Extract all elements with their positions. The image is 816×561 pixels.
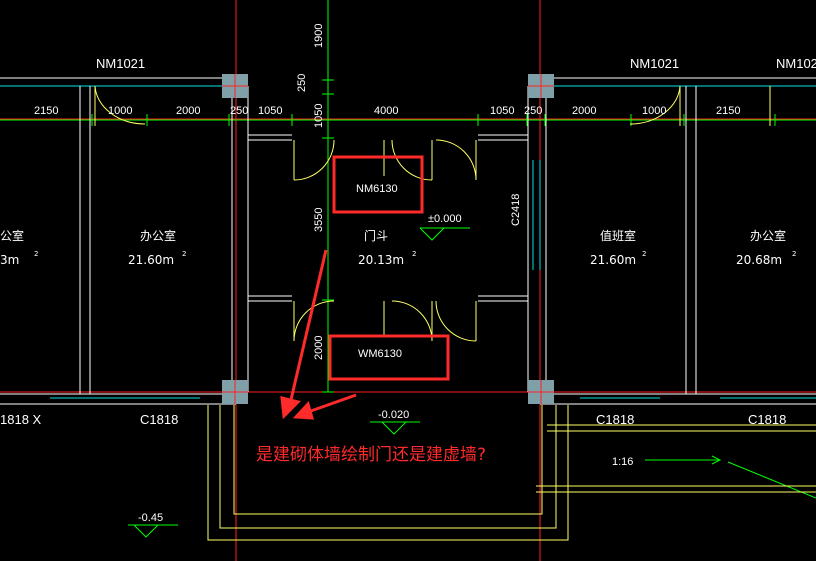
room-office-edge-sup: 2 — [34, 250, 38, 258]
dim-250-a: 250 — [230, 105, 248, 117]
highlight-box-nm6130 — [332, 155, 424, 214]
dimension-lines — [0, 0, 816, 499]
room-duty: 值班室 — [600, 228, 636, 243]
room-office-left-sup: 2 — [182, 250, 186, 258]
room-vestibule: 门斗 — [364, 228, 388, 243]
elevation-markers — [128, 227, 470, 538]
structural-columns — [222, 74, 554, 404]
door-label-nm1021-left: NM1021 — [96, 56, 145, 71]
elevation-020: -0.020 — [378, 409, 409, 421]
door-label-nm6130: NM6130 — [356, 183, 398, 195]
dim-1000-right: 1000 — [642, 105, 666, 117]
room-office-edge: 公室 — [0, 228, 24, 243]
dim-1050-b: 1050 — [490, 105, 514, 117]
room-vestibule-sup: 2 — [412, 250, 416, 258]
window-label-c2418: C2418 — [510, 194, 522, 226]
window-label-c1818x-edge: 1818 X — [0, 412, 42, 427]
elevation-45: -0.45 — [138, 512, 163, 524]
dim-2150-right: 2150 — [716, 105, 740, 117]
dim-v-1900: 1900 — [313, 24, 325, 48]
dim-v-1050: 1050 — [313, 104, 325, 128]
slope-label: 1:16 — [612, 456, 633, 468]
window-label-c1818-right: C1818 — [748, 412, 786, 427]
question-annotation: 是建砌体墙绘制门还是建虚墙? — [256, 445, 486, 465]
window-label-c1818-left: C1818 — [140, 412, 178, 427]
door-label-nm102-edge: NM102 — [776, 56, 816, 71]
door-label-nm1021-right: NM1021 — [630, 56, 679, 71]
walls — [0, 77, 816, 405]
room-duty-area: 21.60m — [590, 253, 636, 267]
room-office-left: 办公室 — [140, 228, 176, 243]
dim-2000-left: 2000 — [176, 105, 200, 117]
room-office-edge-area: 3m — [0, 253, 19, 267]
highlight-box-wm6130 — [328, 334, 450, 381]
dim-v-3550: 3550 — [313, 208, 325, 232]
dim-v-2000: 2000 — [313, 336, 325, 360]
door-label-wm6130: WM6130 — [358, 348, 402, 360]
dim-4000: 4000 — [374, 105, 398, 117]
door-swings — [94, 85, 771, 342]
dim-v-250: 250 — [296, 74, 308, 92]
terrace-outline — [207, 405, 816, 541]
room-office-right-area: 20.68m — [736, 253, 782, 267]
elevation-0: ±0.000 — [428, 213, 462, 225]
dim-250-b: 250 — [524, 105, 542, 117]
room-vestibule-area: 20.13m — [358, 253, 404, 267]
room-office-left-area: 21.60m — [128, 253, 174, 267]
highlight-annotations — [328, 155, 450, 381]
room-office-right: 办公室 — [750, 228, 786, 243]
dim-2150-left: 2150 — [34, 105, 58, 117]
annotation-arrows — [280, 249, 357, 420]
dim-1050-a: 1050 — [258, 105, 282, 117]
room-duty-sup: 2 — [642, 250, 646, 258]
dim-2000-right: 2000 — [572, 105, 596, 117]
dim-1000-left: 1000 — [108, 105, 132, 117]
window-label-c1818-mid: C1818 — [596, 412, 634, 427]
room-office-right-sup: 2 — [792, 250, 796, 258]
